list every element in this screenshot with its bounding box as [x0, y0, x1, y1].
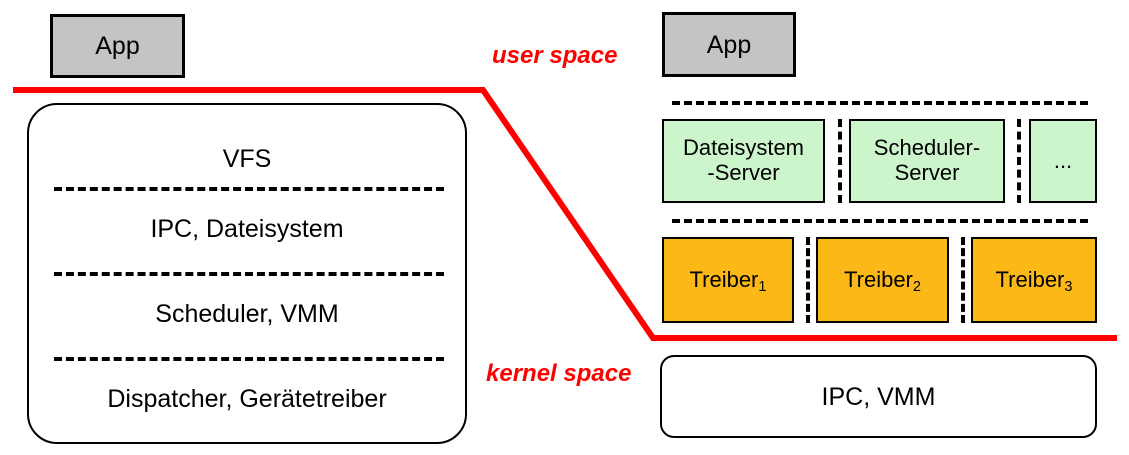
server-box-dateisystem: Dateisystem -Server: [662, 119, 825, 203]
driver-label-index: 3: [1064, 278, 1073, 295]
server-label-line1: Scheduler-: [873, 135, 981, 161]
right-app-label: App: [706, 30, 752, 59]
server-box-more: ...: [1029, 119, 1097, 203]
left-app-label: App: [95, 32, 140, 60]
microkernel-label: IPC, VMM: [821, 382, 936, 411]
driver-label-name: Treiber: [995, 266, 1065, 292]
server-box-scheduler: Scheduler- Server: [849, 119, 1005, 203]
kernel-layer-label: Dispatcher, Gerätetreiber: [107, 385, 387, 413]
driver-box-3: Treiber3: [971, 237, 1097, 323]
kernel-layer-ipc-dateisystem: IPC, Dateisystem: [29, 187, 465, 272]
kernel-layer-label: Scheduler, VMM: [155, 300, 339, 328]
driver-box-2: Treiber2: [816, 237, 949, 323]
server-label-line2: -Server: [707, 160, 780, 185]
kernel-layer-divider-3: [54, 357, 444, 361]
server-label: ...: [1053, 147, 1073, 173]
server-separator-1: [838, 119, 842, 203]
driver-label: Treiber1: [689, 266, 767, 295]
monolithic-kernel-block: VFS IPC, Dateisystem Scheduler, VMM Disp…: [27, 103, 467, 444]
server-label: Dateisystem -Server: [683, 136, 804, 185]
kernel-layer-dispatcher-geraetetreiber: Dispatcher, Gerätetreiber: [29, 357, 465, 442]
driver-band-top-separator: [672, 219, 1088, 223]
server-label-line2: Server: [894, 160, 960, 185]
kernel-layer-vfs: VFS: [29, 131, 465, 187]
server-band-top-separator: [672, 101, 1088, 105]
driver-separator-2: [961, 237, 965, 323]
driver-label: Treiber3: [995, 266, 1073, 295]
server-label: Scheduler- Server: [874, 136, 980, 185]
user-space-label: user space: [492, 42, 618, 69]
driver-separator-1: [806, 237, 810, 323]
server-label-line1: Dateisystem: [682, 135, 805, 161]
right-app-box: App: [662, 12, 796, 77]
kernel-layer-label: VFS: [222, 144, 272, 173]
microkernel-box: IPC, VMM: [660, 355, 1097, 438]
kernel-layer-label: IPC, Dateisystem: [150, 215, 344, 243]
kernel-space-label: kernel space: [486, 360, 632, 387]
driver-box-1: Treiber1: [662, 237, 794, 323]
driver-label-index: 1: [758, 278, 767, 295]
driver-label-index: 2: [912, 278, 921, 295]
left-app-box: App: [50, 14, 185, 78]
server-separator-2: [1017, 119, 1021, 203]
driver-label: Treiber2: [844, 266, 921, 295]
kernel-layer-scheduler-vmm: Scheduler, VMM: [29, 272, 465, 357]
driver-label-name: Treiber: [689, 266, 759, 292]
driver-label-name: Treiber: [844, 266, 913, 292]
